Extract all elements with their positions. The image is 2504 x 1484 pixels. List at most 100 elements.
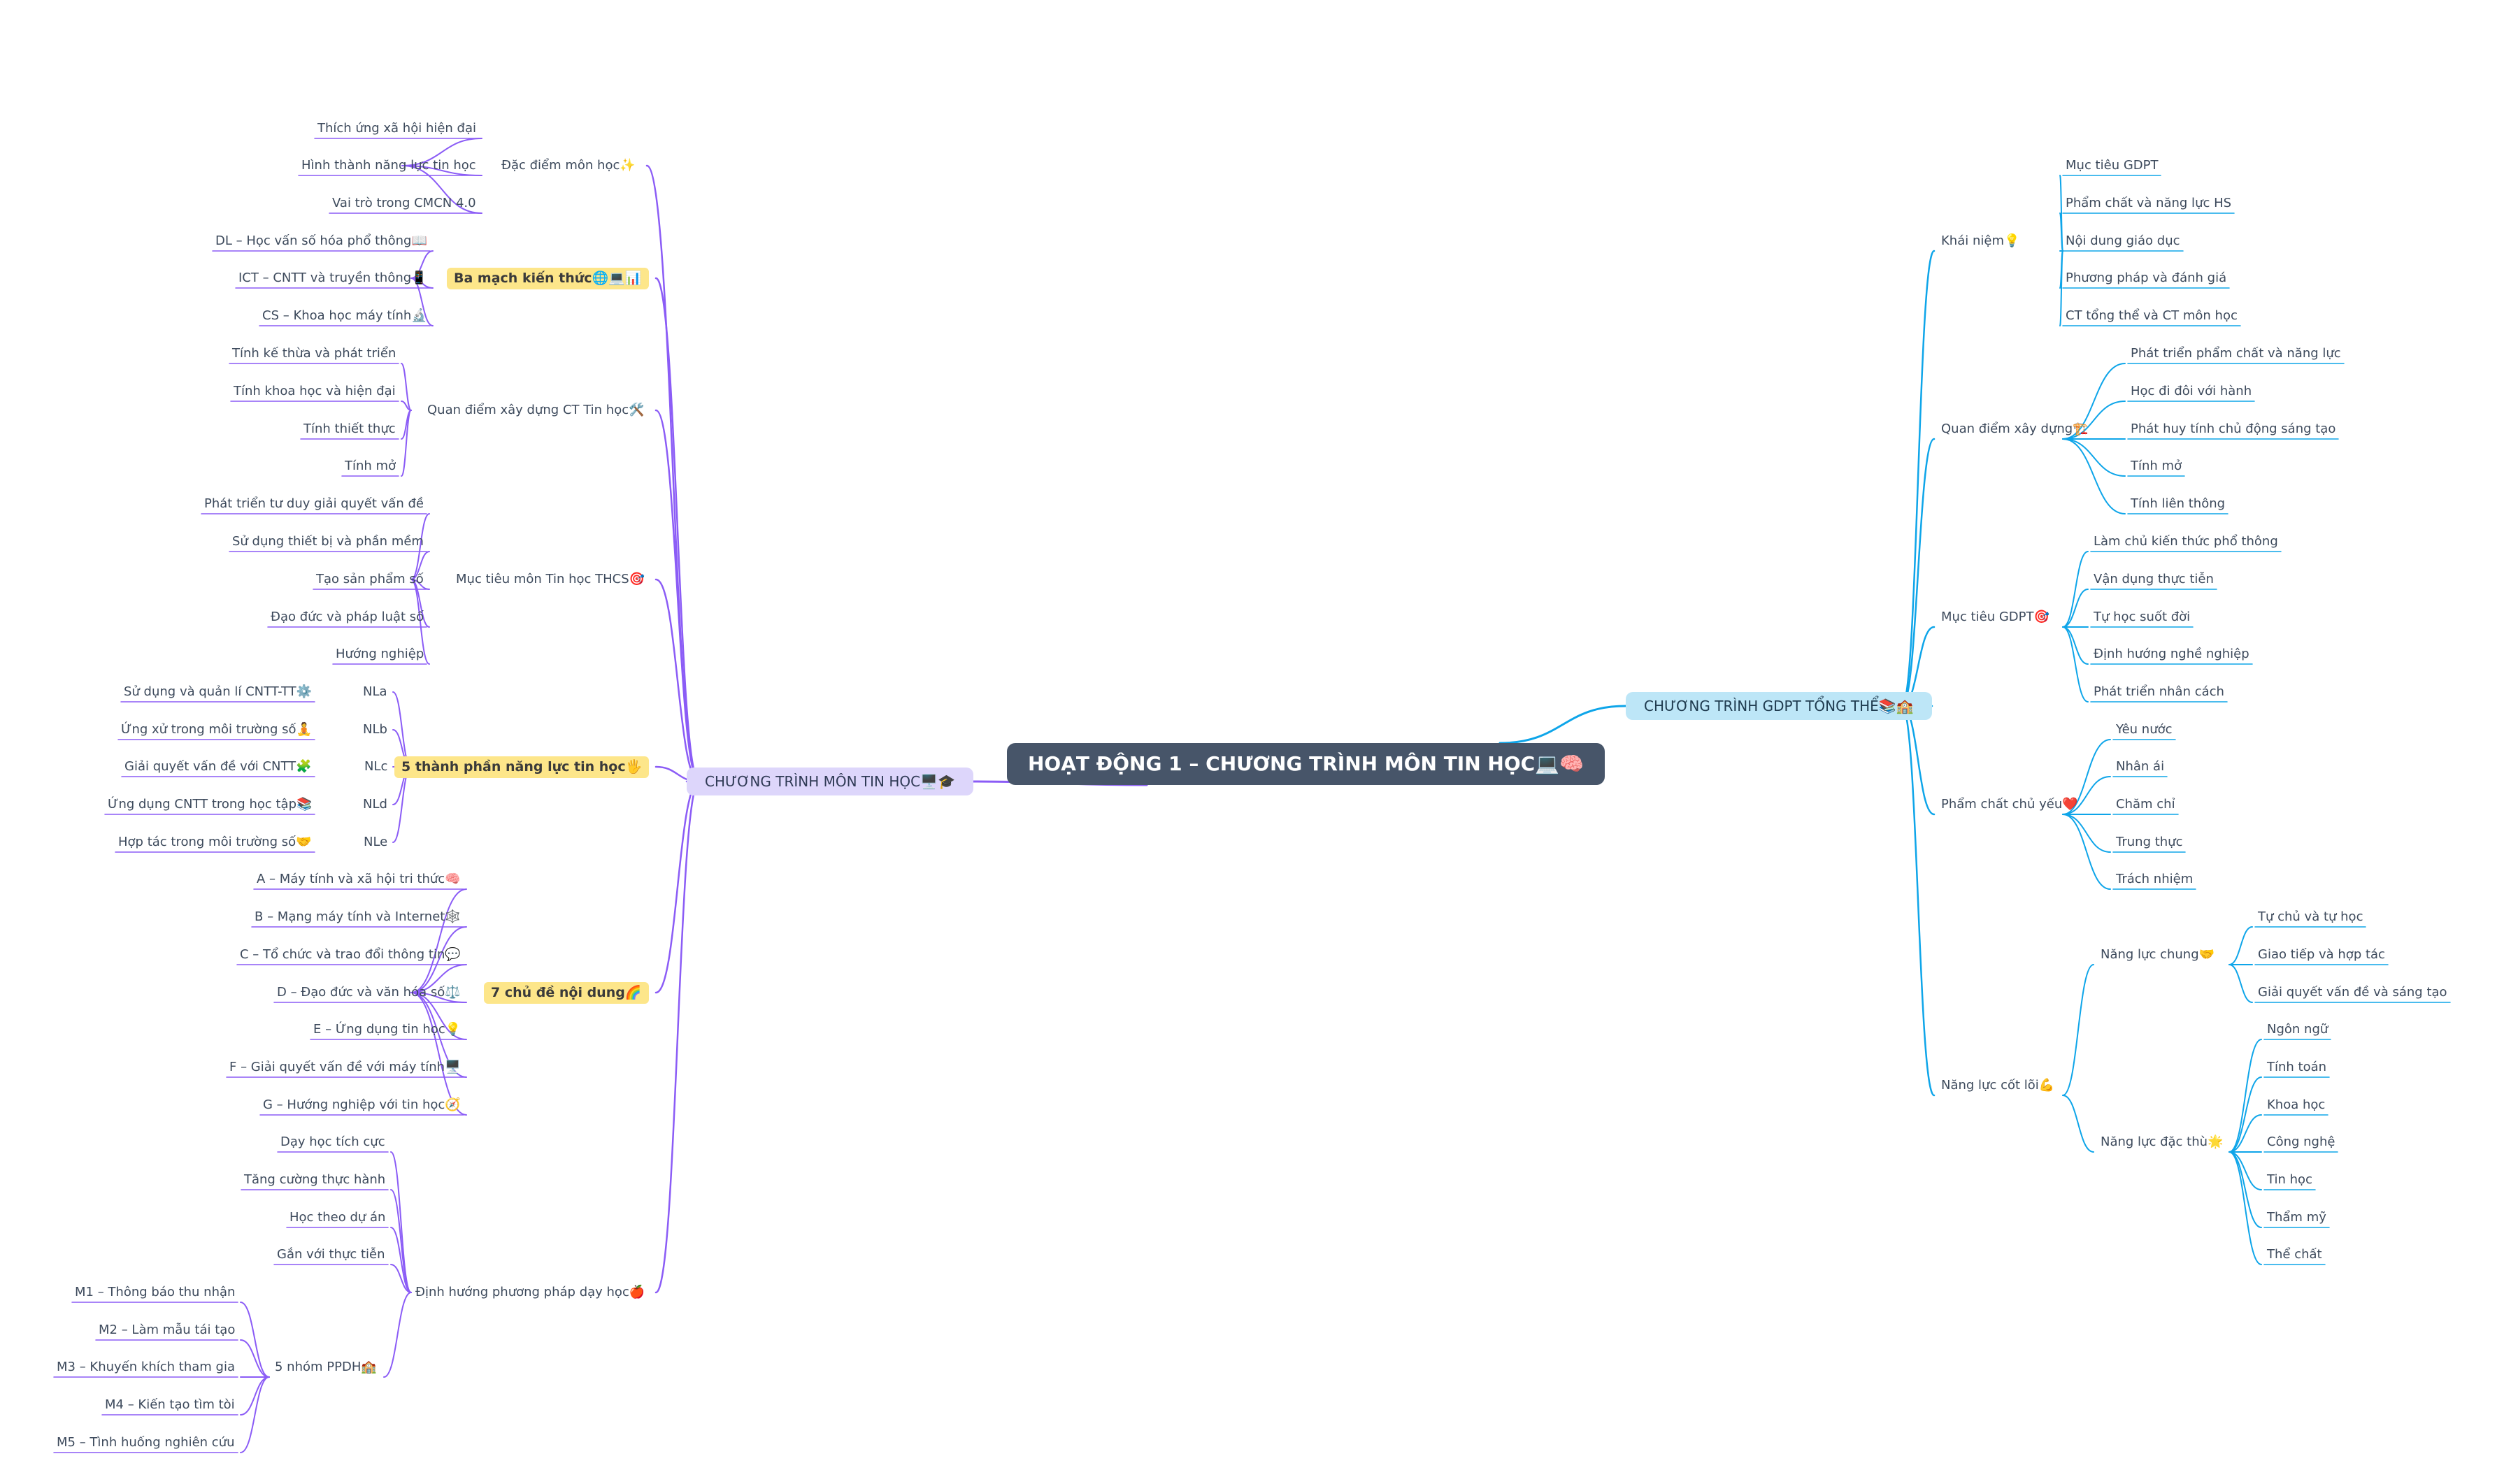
right-leaf-1-4[interactable]: Tính liên thông bbox=[2131, 496, 2226, 511]
right-leaf-0-2[interactable]: Nội dung giáo dục bbox=[2066, 233, 2180, 248]
left-branch-2[interactable]: Quan điểm xây dựng CT Tin học🛠️ bbox=[427, 403, 645, 417]
left-leaf-2-1[interactable]: Tính khoa học và hiện đại bbox=[234, 384, 396, 398]
left-leaf-6-3[interactable]: Gắn với thực tiễn bbox=[277, 1247, 385, 1262]
left-leaf-line-5-1 bbox=[410, 926, 467, 993]
right-leaf-3-2[interactable]: Chăm chỉ bbox=[2116, 797, 2175, 812]
right-leaf-2-3[interactable]: Định hướng nghề nghiệp bbox=[2094, 647, 2249, 661]
right-sub-line-4-0 bbox=[2062, 964, 2094, 1096]
left-leaf-6-2[interactable]: Học theo dự án bbox=[289, 1210, 386, 1225]
right-leaf-4-1-3[interactable]: Công nghệ bbox=[2267, 1134, 2335, 1149]
right-leaf-2-1[interactable]: Vận dụng thực tiễn bbox=[2094, 572, 2214, 586]
right-leaf-2-2[interactable]: Tự học suốt đời bbox=[2094, 610, 2191, 624]
right-leaf-4-0-1[interactable]: Giao tiếp và hợp tác bbox=[2258, 947, 2385, 962]
left-subtopic-6-4[interactable]: 5 nhóm PPDH🏫 bbox=[275, 1360, 377, 1374]
left-leaf-0-1[interactable]: Hình thành năng lực tin học bbox=[301, 158, 476, 173]
right-leaf-line-1-3 bbox=[2062, 438, 2126, 477]
left-leaf-5-5[interactable]: F – Giải quyết vấn đề với máy tính🖥️ bbox=[229, 1060, 461, 1074]
left-leaf-6-4-4[interactable]: M5 – Tình huống nghiên cứu bbox=[57, 1435, 235, 1450]
right-sub-line-4-1 bbox=[2062, 1095, 2094, 1153]
right-leaf-1-3[interactable]: Tính mở bbox=[2131, 459, 2182, 473]
left-leaf-4-0[interactable]: Sử dụng và quản lí CNTT-TT⚙️ bbox=[124, 684, 313, 699]
right-leaf-4-1-5[interactable]: Thẩm mỹ bbox=[2267, 1210, 2326, 1225]
right-leaf-1-0[interactable]: Phát triển phẩm chất và năng lực bbox=[2131, 346, 2341, 361]
left-subtopic-4-1[interactable]: NLb bbox=[363, 722, 387, 737]
right-branch-3[interactable]: Phẩm chất chủ yếu❤️ bbox=[1941, 797, 2078, 812]
left-leaf-4-2[interactable]: Giải quyết vấn đề với CNTT🧩 bbox=[124, 759, 312, 774]
left-leaf-line-1-2 bbox=[410, 278, 434, 326]
right-leaf-0-3[interactable]: Phương pháp và đánh giá bbox=[2066, 271, 2227, 285]
left-subtopic-4-0[interactable]: NLa bbox=[363, 684, 387, 699]
right-leaf-2-0[interactable]: Làm chủ kiến thức phổ thông bbox=[2094, 534, 2278, 549]
right-leaf-3-1[interactable]: Nhân ái bbox=[2116, 759, 2165, 774]
left-leaf-4-4[interactable]: Hợp tác trong môi trường số🤝 bbox=[118, 835, 312, 849]
left-leaf-2-3[interactable]: Tính mở bbox=[345, 459, 396, 473]
left-leaf-5-0[interactable]: A – Máy tính và xã hội tri thức🧠 bbox=[257, 872, 461, 886]
left-subtopic-4-4[interactable]: NLe bbox=[364, 835, 388, 849]
left-leaf-6-4-2[interactable]: M3 – Khuyến khích tham gia bbox=[57, 1360, 235, 1374]
left-leaf-0-0[interactable]: Thích ứng xã hội hiện đại bbox=[317, 121, 477, 136]
left-leaf-line-0-2 bbox=[401, 165, 482, 214]
left-subtopic-4-3[interactable]: NLd bbox=[363, 797, 387, 812]
left-leaf-5-2[interactable]: C – Tổ chức và trao đổi thông tin💬 bbox=[240, 947, 461, 962]
left-leaf-5-4[interactable]: E – Ứng dụng tin học💡 bbox=[313, 1022, 462, 1037]
right-leaf-4-0-2[interactable]: Giải quyết vấn đề và sáng tạo bbox=[2258, 985, 2447, 1000]
right-leaf-4-1-1[interactable]: Tính toán bbox=[2267, 1060, 2327, 1074]
main-topic-left[interactable]: CHƯƠNG TRÌNH MÔN TIN HỌC🖥️🎓 bbox=[687, 768, 973, 795]
left-leaf-1-1[interactable]: ICT – CNTT và truyền thông📱 bbox=[238, 271, 427, 285]
left-branch-1[interactable]: Ba mạch kiến thức🌐💻📊 bbox=[447, 267, 649, 289]
left-leaf-4-1[interactable]: Ứng xử trong môi trường số🧘 bbox=[121, 722, 312, 737]
left-branch-3[interactable]: Mục tiêu môn Tin học THCS🎯 bbox=[456, 572, 645, 586]
left-leaf-2-0[interactable]: Tính kế thừa và phát triển bbox=[232, 346, 396, 361]
left-leaf-5-6[interactable]: G – Hướng nghiệp với tin học🧭 bbox=[263, 1097, 461, 1112]
right-leaf-1-1[interactable]: Học đi đôi với hành bbox=[2131, 384, 2252, 398]
right-leaf-line-4-0-2 bbox=[2228, 964, 2253, 1003]
left-branch-line-2 bbox=[654, 409, 701, 783]
right-leaf-3-3[interactable]: Trung thực bbox=[2116, 835, 2183, 849]
left-branch-0[interactable]: Đặc điểm môn học✨ bbox=[501, 158, 636, 173]
right-leaf-4-1-0[interactable]: Ngôn ngữ bbox=[2267, 1022, 2328, 1037]
right-branch-1[interactable]: Quan điểm xây dựng🏗️ bbox=[1941, 422, 2089, 436]
right-branch-0[interactable]: Khái niệm💡 bbox=[1941, 233, 2020, 248]
left-leaf-6-0[interactable]: Dạy học tích cực bbox=[280, 1134, 385, 1149]
left-leaf-1-0[interactable]: DL – Học vấn số hóa phổ thông📖 bbox=[215, 233, 427, 248]
central-topic[interactable]: HOẠT ĐỘNG 1 – CHƯƠNG TRÌNH MÔN TIN HỌC💻🧠 bbox=[1007, 743, 1605, 785]
left-leaf-2-2[interactable]: Tính thiết thực bbox=[303, 422, 396, 436]
left-leaf-6-1[interactable]: Tăng cường thực hành bbox=[244, 1172, 386, 1187]
left-leaf-6-4-1[interactable]: M2 – Làm mẫu tái tạo bbox=[99, 1323, 236, 1337]
left-leaf-6-4-3[interactable]: M4 – Kiến tạo tìm tòi bbox=[105, 1397, 235, 1412]
left-leaf-3-2[interactable]: Tạo sản phẩm số bbox=[316, 572, 424, 586]
left-leaf-0-2[interactable]: Vai trò trong CMCN 4.0 bbox=[332, 196, 476, 210]
right-leaf-4-0-0[interactable]: Tự chủ và tự học bbox=[2258, 909, 2363, 924]
right-leaf-3-0[interactable]: Yêu nước bbox=[2116, 722, 2173, 737]
right-leaf-4-1-6[interactable]: Thể chất bbox=[2267, 1247, 2322, 1262]
left-leaf-1-2[interactable]: CS – Khoa học máy tính🔬 bbox=[262, 308, 427, 323]
right-leaf-4-1-2[interactable]: Khoa học bbox=[2267, 1097, 2326, 1112]
left-branch-5[interactable]: 7 chủ đề nội dung🌈 bbox=[484, 981, 649, 1004]
right-leaf-0-0[interactable]: Mục tiêu GDPT bbox=[2066, 158, 2159, 173]
left-leaf-3-0[interactable]: Phát triển tư duy giải quyết vấn đề bbox=[204, 496, 424, 511]
left-leaf-3-3[interactable]: Đạo đức và pháp luật số bbox=[271, 610, 424, 624]
right-leaf-1-2[interactable]: Phát huy tính chủ động sáng tạo bbox=[2131, 422, 2336, 436]
main-topic-right[interactable]: CHƯƠNG TRÌNH GDPT TỔNG THỂ📚🏫 bbox=[1626, 692, 1932, 720]
right-subtopic-4-0[interactable]: Năng lực chung🤝 bbox=[2101, 947, 2215, 962]
left-leaf-line-1-0 bbox=[410, 250, 434, 279]
left-leaf-5-3[interactable]: D – Đạo đức và văn hóa số⚖️ bbox=[277, 985, 461, 1000]
right-subtopic-4-1[interactable]: Năng lực đặc thù🌟 bbox=[2101, 1134, 2224, 1149]
right-leaf-3-4[interactable]: Trách nhiệm bbox=[2116, 872, 2194, 886]
left-branch-4[interactable]: 5 thành phần năng lực tin học🖐️ bbox=[394, 756, 650, 778]
left-branch-6[interactable]: Định hướng phương pháp dạy học🍎 bbox=[415, 1285, 645, 1299]
right-leaf-line-0-1 bbox=[2059, 212, 2063, 252]
left-leaf-5-1[interactable]: B – Mạng máy tính và Internet🕸️ bbox=[255, 909, 461, 924]
right-leaf-2-4[interactable]: Phát triển nhân cách bbox=[2094, 684, 2224, 699]
right-leaf-4-1-4[interactable]: Tin học bbox=[2267, 1172, 2312, 1187]
right-leaf-0-4[interactable]: CT tổng thể và CT môn học bbox=[2066, 308, 2238, 323]
right-branch-4[interactable]: Năng lực cốt lõi💪 bbox=[1941, 1078, 2055, 1093]
right-leaf-0-1[interactable]: Phẩm chất và năng lực HS bbox=[2066, 196, 2232, 210]
right-branch-2[interactable]: Mục tiêu GDPT🎯 bbox=[1941, 610, 2049, 624]
left-leaf-3-4[interactable]: Hướng nghiệp bbox=[336, 647, 424, 661]
left-subtopic-4-2[interactable]: NLc bbox=[364, 759, 388, 774]
left-leaf-3-1[interactable]: Sử dụng thiết bị và phần mềm bbox=[232, 534, 424, 549]
left-leaf-6-4-0[interactable]: M1 – Thông báo thu nhận bbox=[75, 1285, 236, 1299]
left-leaf-4-3[interactable]: Ứng dụng CNTT trong học tập📚 bbox=[108, 797, 313, 812]
left-leaf-line-6-4-1 bbox=[240, 1339, 270, 1378]
